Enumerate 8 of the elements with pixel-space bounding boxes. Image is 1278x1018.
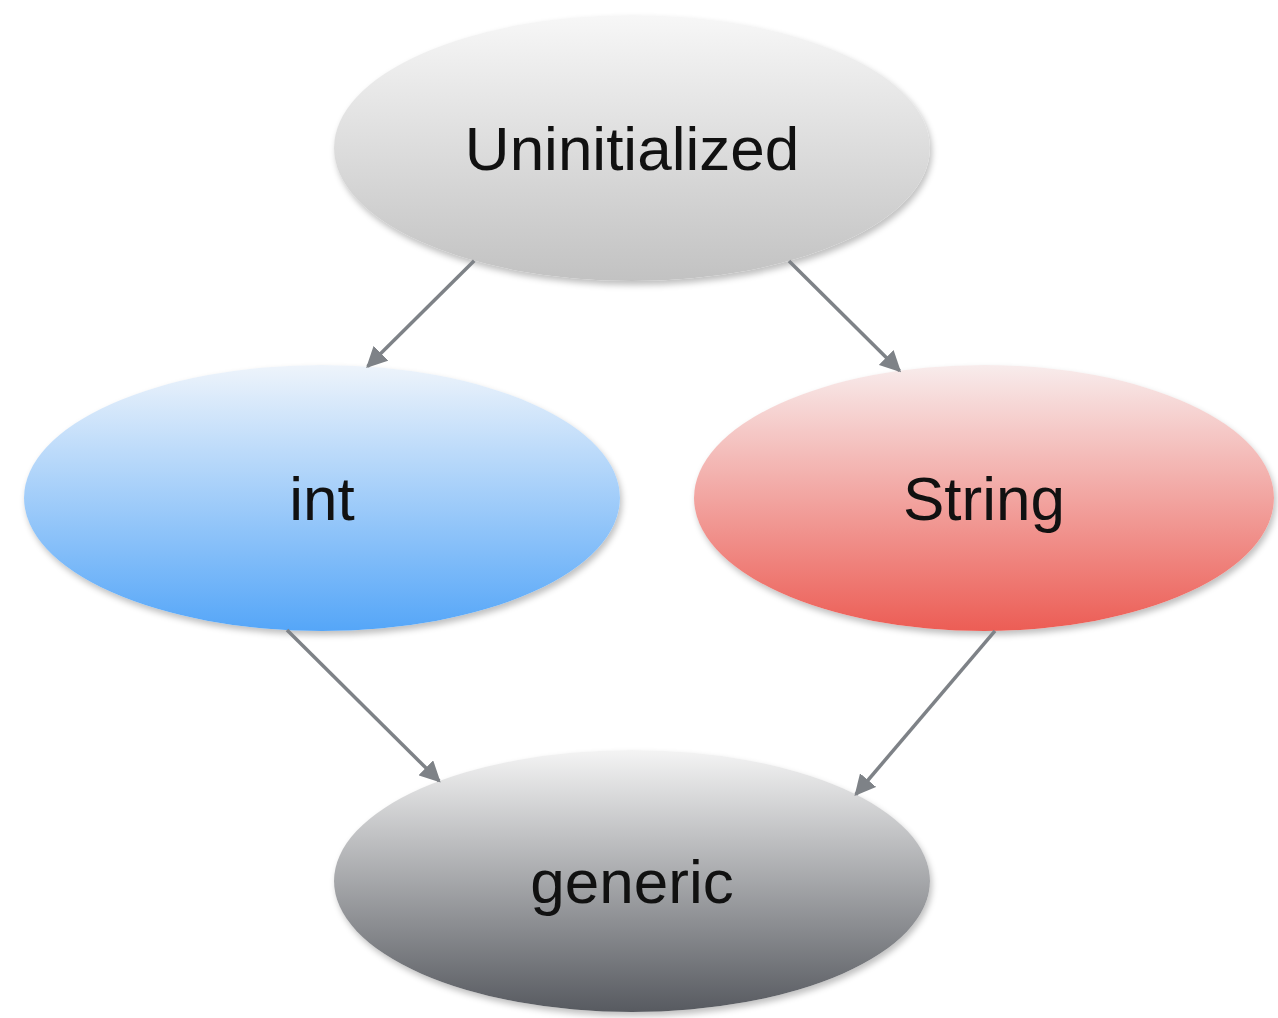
- state-label: Uninitialized: [464, 112, 800, 184]
- state-label: String: [903, 462, 1065, 534]
- arrow: [787, 259, 902, 373]
- arrow: [854, 629, 997, 797]
- arrow: [366, 259, 476, 369]
- arrow: [285, 628, 441, 783]
- state-label: int: [289, 462, 355, 534]
- state-label: generic: [530, 845, 734, 917]
